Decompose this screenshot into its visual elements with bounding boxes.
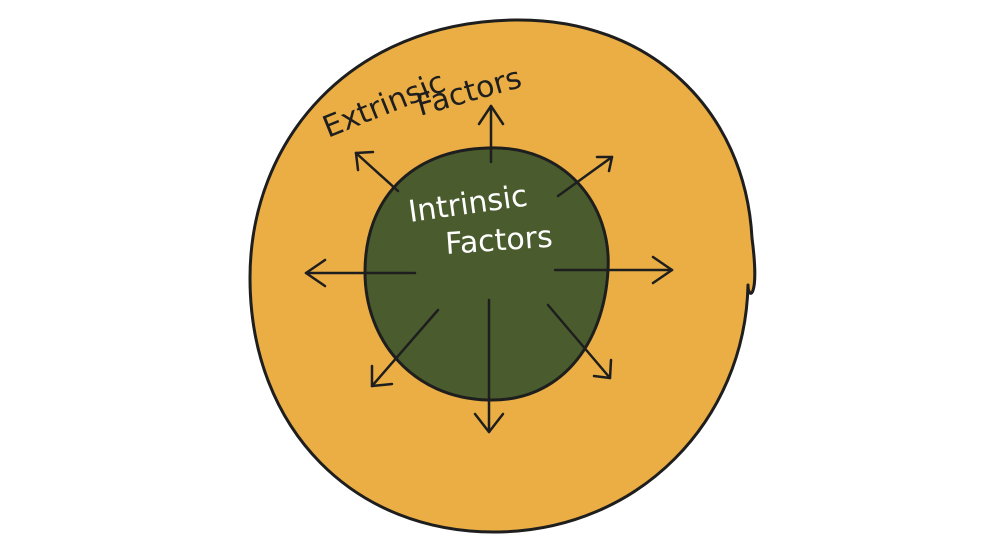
intrinsic-label-line2: Factors xyxy=(444,220,554,262)
arrow-up-right xyxy=(556,155,614,198)
arrow-left xyxy=(304,258,417,288)
arrow-down-left xyxy=(370,308,440,388)
arrow-down-right xyxy=(546,303,613,380)
arrow-up-left xyxy=(354,150,400,193)
arrow-down xyxy=(473,298,505,434)
arrow-up xyxy=(477,104,505,164)
arrows-group xyxy=(304,104,674,434)
arrow-right xyxy=(553,255,674,285)
